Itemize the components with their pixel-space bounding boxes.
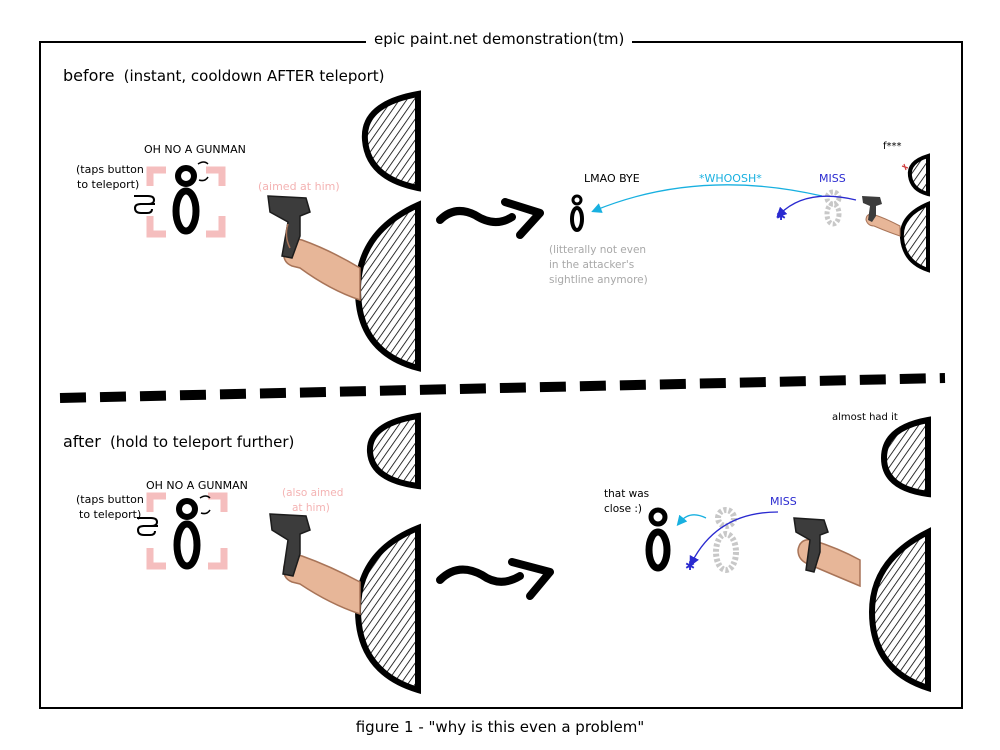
teleported-defender-after (645, 507, 671, 572)
close-note: that was close :) (604, 487, 649, 517)
before-heading: before (instant, cooldown AFTER teleport… (63, 66, 385, 85)
sightline-note: (litterally not even in the attacker's s… (549, 243, 648, 288)
shout-before: OH NO A GUNMAN (144, 143, 246, 156)
miss-label-after: MISS (770, 495, 797, 508)
taps-before-1: (taps button (76, 163, 144, 176)
sightline-note-2: in the attacker's (549, 259, 635, 271)
ghost-figure-after (713, 507, 739, 573)
cover-wall-top-before (361, 90, 421, 192)
defender-figure-after (173, 495, 211, 570)
transition-arrow-before (436, 198, 544, 239)
taps-after-2: to teleport) (79, 508, 142, 521)
transition-arrow-after (436, 558, 554, 600)
almost-label: almost had it (832, 412, 898, 423)
after-subheading: (hold to teleport further) (109, 433, 295, 451)
bullet-mark-after: ✱ (685, 559, 695, 573)
dashed-divider (59, 373, 946, 403)
swear-label: f*** (883, 141, 902, 152)
before-heading-label: before (63, 66, 115, 85)
target-brackets-before (146, 166, 226, 238)
bullet-mark-before: ✱ (776, 209, 786, 223)
gunman-hand-before (267, 195, 361, 302)
cover-wall-top-after (366, 412, 421, 490)
after-heading-label: after (63, 432, 101, 451)
after-heading: after (hold to teleport further) (63, 432, 294, 451)
short-trail-after (676, 514, 707, 526)
aimed-label-before: (aimed at him) (258, 180, 340, 193)
distant-cover-before (899, 153, 930, 273)
target-brackets-after (146, 492, 228, 570)
aimed-note-after: (also aimed at him) (282, 486, 343, 516)
gunman-hand-right-after (793, 517, 861, 588)
miss-trajectory-before (776, 195, 857, 218)
gunman-hand-after (269, 513, 361, 616)
teleported-defender-before (570, 194, 584, 232)
aimed-after-2: at him) (292, 502, 330, 514)
gunman-small-before (862, 196, 901, 237)
aimed-after-1: (also aimed (282, 487, 344, 499)
figure-caption: figure 1 - "why is this even a problem" (355, 718, 645, 736)
pointing-hand-after (136, 517, 159, 536)
whoosh-trail-before (591, 184, 823, 213)
diagram-title: epic paint.net demonstration(tm) (366, 29, 633, 49)
taps-after-1: (taps button (76, 493, 144, 506)
distant-cover-after (868, 416, 931, 693)
lmao-label: LMAO BYE (584, 172, 640, 185)
close-note-2: close :) (604, 503, 643, 515)
ghost-figure-before (824, 189, 842, 227)
cover-wall-bottom-after (354, 523, 421, 695)
shout-after: OH NO A GUNMAN (146, 479, 248, 492)
sightline-note-1: (litterally not even (549, 244, 647, 256)
whoosh-label: *WHOOSH* (699, 172, 762, 185)
taps-before-2: to teleport) (77, 178, 140, 191)
close-note-1: that was (604, 488, 650, 500)
miss-trajectory-after (689, 511, 779, 567)
pointing-hand-before (133, 195, 156, 214)
before-subheading: (instant, cooldown AFTER teleport) (123, 67, 385, 85)
miss-label-before: MISS (819, 172, 846, 185)
sightline-note-3: sightline anymore) (549, 274, 648, 286)
cover-wall-bottom-before (354, 200, 421, 372)
defender-figure-before (172, 161, 209, 235)
